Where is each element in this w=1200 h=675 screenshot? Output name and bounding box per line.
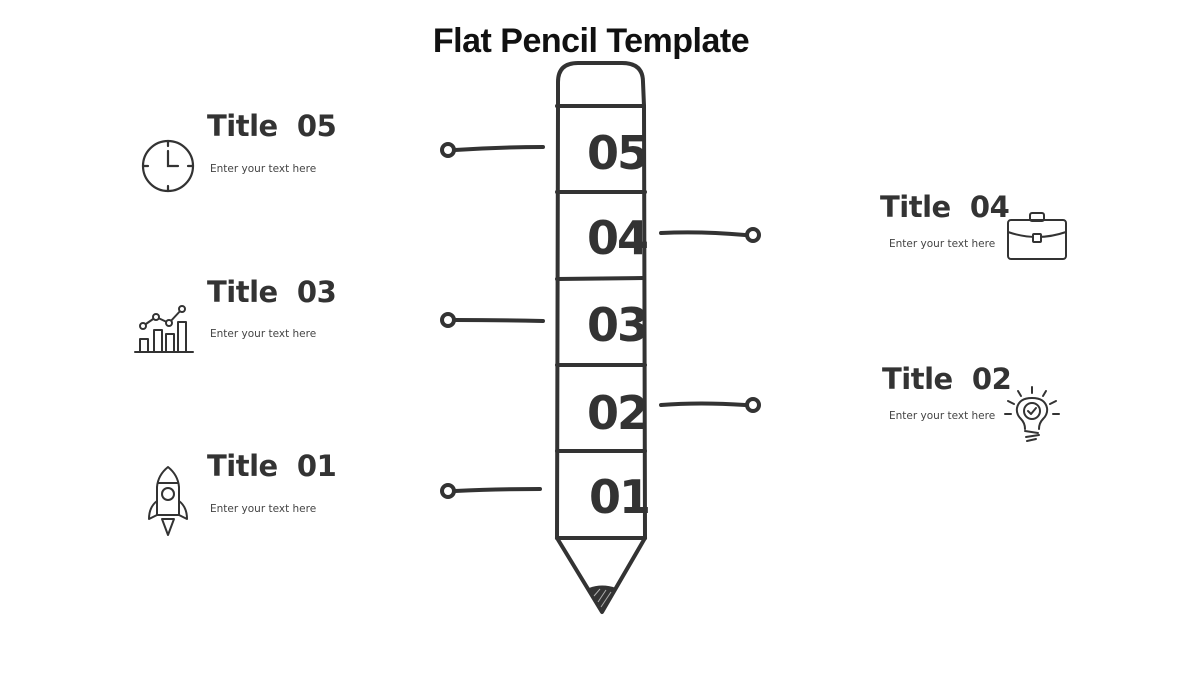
growth-chart-icon xyxy=(134,305,194,353)
item-title-02: Title 02 xyxy=(882,362,1012,396)
connector-01 xyxy=(453,487,542,493)
connector-04 xyxy=(659,230,747,237)
segment-number-04: 04 xyxy=(587,211,649,265)
pencil-body-right xyxy=(642,104,647,540)
item-title-04: Title 04 xyxy=(880,190,1010,224)
rocket-icon xyxy=(148,466,188,536)
clock-icon xyxy=(141,139,195,193)
item-title-03: Title 03 xyxy=(207,275,337,309)
pencil-graphite xyxy=(589,585,616,612)
connector-05 xyxy=(453,145,545,152)
connector-03 xyxy=(453,318,545,323)
item-text-01: Enter your text here xyxy=(210,503,317,515)
segment-number-03: 03 xyxy=(587,298,649,352)
connector-dot-04 xyxy=(745,227,761,243)
segment-number-02: 02 xyxy=(587,386,649,440)
connector-dot-03 xyxy=(440,312,456,328)
page-title: Flat Pencil Template xyxy=(432,22,750,60)
item-text-03: Enter your text here xyxy=(210,328,317,340)
briefcase-icon xyxy=(1007,212,1067,260)
item-title-01: Title 01 xyxy=(207,449,337,483)
connector-dot-01 xyxy=(440,483,456,499)
connector-dot-05 xyxy=(440,142,456,158)
segment-number-01: 01 xyxy=(589,470,651,524)
segment-number-05: 05 xyxy=(587,126,649,180)
segment-divider xyxy=(555,276,646,281)
item-text-05: Enter your text here xyxy=(210,163,317,175)
item-text-02: Enter your text here xyxy=(889,410,996,422)
connector-02 xyxy=(659,401,747,407)
item-text-04: Enter your text here xyxy=(889,238,996,250)
connector-dot-02 xyxy=(745,397,761,413)
pencil-body-left xyxy=(555,104,560,540)
pencil-cap xyxy=(556,61,646,108)
lightbulb-icon xyxy=(1004,386,1060,442)
item-title-05: Title 05 xyxy=(207,109,337,143)
